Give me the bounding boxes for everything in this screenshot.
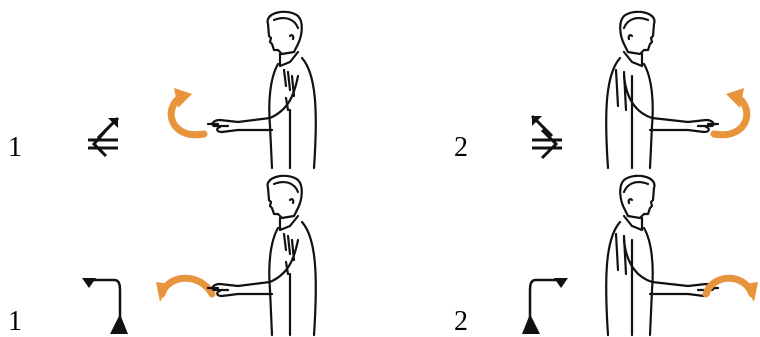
sign-symbol-3-icon (80, 272, 128, 334)
sign-symbol-4-icon (522, 272, 570, 334)
sign-symbol-2-icon (528, 114, 568, 160)
panel-bottom-right: 2 (380, 168, 760, 335)
curved-arrow-icon (696, 268, 760, 318)
step-number: 1 (8, 134, 22, 162)
step-number: 1 (8, 308, 22, 336)
panel-bottom-left: 1 (0, 168, 380, 335)
person-facing-left-icon (190, 170, 330, 335)
person-facing-left-icon (190, 6, 330, 168)
panel-top-right: 2 (380, 0, 760, 168)
sign-symbol-1-icon (84, 116, 124, 160)
curved-arrow-icon (700, 82, 760, 142)
step-number: 2 (454, 134, 468, 162)
panel-top-left: 1 (0, 0, 380, 168)
step-number: 2 (454, 308, 468, 336)
